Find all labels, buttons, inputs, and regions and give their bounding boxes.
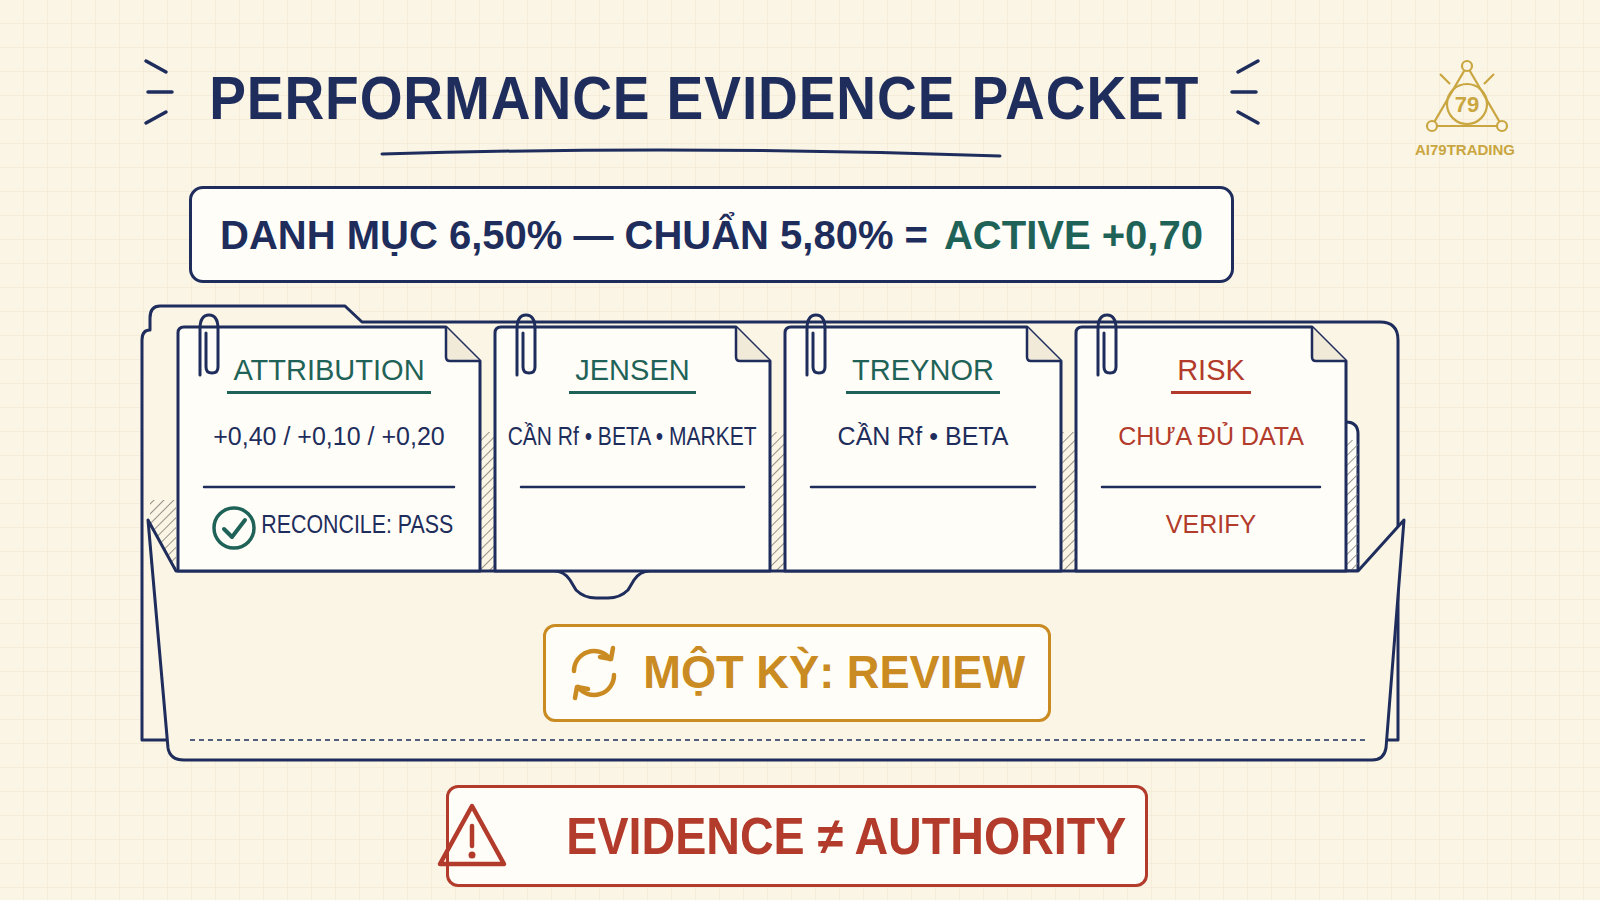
node-heading: MỘT KỲ: REVIEW: [643, 645, 1025, 700]
risk-card: RISK CHƯA ĐỦ DATA VERIFY: [1076, 327, 1346, 571]
sheet-fold: [446, 327, 480, 361]
paperclip: [807, 315, 825, 375]
evidence-card: ATTRIBUTION +0,40 / +0,10 / +0,20RECONCIL…: [178, 327, 480, 571]
title-wrap: PERFORMANCE EVIDENCE PACKET: [204, 56, 1204, 140]
evidence-card: TREYNOR CẦN Rf • BETA: [785, 327, 1061, 571]
logo-emblem: [1427, 61, 1507, 131]
evidence-card: JENSEN CẦN Rf • BETA • MARKET: [495, 327, 770, 571]
node-text: CẦN Rf • BETA: [838, 420, 1009, 452]
sheet-fold: [1027, 327, 1061, 361]
node-heading: EVIDENCE ≠ AUTHORITY: [566, 805, 1126, 867]
sheet-outline: [178, 327, 480, 571]
divider-line: [204, 486, 454, 489]
formula-box: DANH MỤC 6,50% — CHUẨN 5,80% = ACTIVE +0,…: [189, 186, 1234, 283]
node-text: ACTIVE +0,70: [944, 211, 1203, 259]
node-heading: TREYNOR: [846, 353, 1000, 394]
node-text: RECONCILE: PASS: [261, 508, 453, 540]
node-text: CHƯA ĐỦ DATA: [1118, 420, 1304, 452]
paperclip: [517, 315, 535, 375]
divider-line: [811, 486, 1035, 489]
sheet-shadow: [1061, 432, 1076, 571]
node-heading: RISK: [1171, 353, 1251, 394]
node-heading: DANH MỤC 6,50% — CHUẨN 5,80% =: [220, 211, 928, 259]
folder: [142, 306, 1404, 760]
node-heading: JENSEN: [569, 353, 695, 394]
review-box: MỘT KỲ: REVIEW: [543, 624, 1051, 722]
node-text: VERIFY: [1166, 508, 1256, 540]
warning-icon: [436, 800, 508, 872]
sheet-shadow: [1346, 440, 1358, 571]
node-heading: ATTRIBUTION: [227, 353, 430, 394]
check-mark: [224, 520, 245, 537]
title-accents: [146, 61, 1258, 156]
pocket-seam: [190, 739, 1366, 741]
paperclip: [1098, 315, 1116, 375]
cycle-icon: [566, 645, 622, 701]
check-icon: [214, 508, 254, 548]
sheet-shadow: [480, 432, 495, 571]
paperclip: [200, 315, 218, 375]
logo-number: 79: [1455, 92, 1479, 118]
formula-row: DANH MỤC 6,50% — CHUẨN 5,80% = ACTIVE +0,…: [220, 211, 1203, 259]
node-text: +0,40 / +0,10 / +0,20: [213, 420, 444, 452]
sheet-fold: [1312, 327, 1346, 361]
divider-line: [521, 486, 744, 489]
node-text: CẦN Rf • BETA • MARKET: [508, 420, 757, 452]
sheet-fold: [736, 327, 770, 361]
warning-box: EVIDENCE ≠ AUTHORITY: [446, 785, 1148, 887]
title: PERFORMANCE EVIDENCE PACKET: [209, 61, 1199, 135]
watermark: AI79TRADING: [1415, 141, 1515, 158]
sheet-shadow: [770, 432, 785, 571]
divider-line: [1102, 486, 1320, 489]
